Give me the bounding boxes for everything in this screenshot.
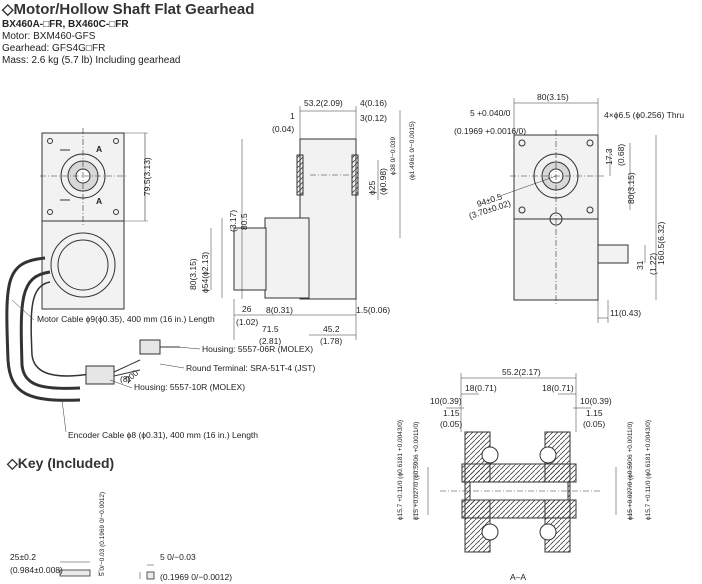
label-encoder-cable: Encoder Cable ϕ8 (ϕ0.31), 400 mm (16 in.… [68,430,258,440]
gearhead-spec: Gearhead: GFS4G□FR [2,43,106,54]
dim-5-tol: 5 +0.040/0 [470,108,511,118]
motor-body [41,220,125,310]
key-views [59,561,155,580]
label-motor-cable: Motor Cable ϕ9(ϕ0.35), 400 mm (16 in.) L… [37,314,215,324]
label-section-aa: A–A [510,572,526,582]
dim-80-top: 80(3.15) [537,92,569,102]
front-view [499,98,657,323]
dim-phi15-left: ϕ15 +0.027/0 (ϕ0.5906 +0.0011/0) [413,422,420,520]
dim-160-5: 160.5(6.32) [656,221,666,265]
key-length: 25±0.2 [10,552,36,562]
label-section-a-top: A [96,144,102,154]
dim-phi15-7-right: ϕ15.7 +0.11/0 (ϕ0.6181 +0.0043/0) [645,420,652,520]
dim-phi15-right: ϕ15 +0.027/0 (ϕ0.5906 +0.0011/0) [627,422,634,520]
motor-spec: Motor: BXM460-GFS [2,31,96,42]
dim-31: 31 [635,260,645,270]
profile-view [210,106,401,340]
len-8: (8) [120,374,131,384]
dim-1: 1 [290,111,295,121]
dim-45-2: 45.2 [323,324,340,334]
dim-80-front: 80(3.15) [626,172,636,204]
dim-45-2-in: (1.78) [320,336,342,346]
dim-phi38-in: (ϕ1.4961 0/−0.0015) [409,121,416,180]
mass-spec: Mass: 2.6 kg (5.7 lb) Including gearhead [2,55,181,66]
model-numbers: BX460A-□FR, BX460C-□FR [2,19,129,30]
label-housing-10r: Housing: 5557-10R (MOLEX) [134,382,245,392]
dim-phi25: ϕ25 [367,181,377,195]
dim-79-5: 79.5(3.13) [142,157,152,196]
dim-80-5: 80.5 [239,213,249,230]
dim-1-5: 1.5(0.06) [356,305,390,315]
dim-1-15-right-in: (0.05) [583,419,605,429]
dim-55-2: 55.2(2.17) [502,367,541,377]
dim-18-right: 18(0.71) [542,383,574,393]
dim-phi54: ϕ54(ϕ2.13) [200,252,210,293]
page-title: ◇Motor/Hollow Shaft Flat Gearhead [2,1,255,18]
key-section-title: ◇Key (Included) [7,455,115,471]
dim-4xphi-thru: 4×ϕ6.5 (ϕ0.256) Thru [604,110,684,120]
dim-17-3: 17.3 [604,148,614,165]
dim-5-in: (0.1969 +0.0016/0) [454,126,526,136]
dim-11: 11(0.43) [610,308,641,318]
dim-31-in: (1.22) [648,253,658,275]
key-length-in: (0.984±0.008) [10,565,63,575]
dim-4: 4(0.16) [360,98,387,108]
dim-17-3-in: (0.68) [616,144,626,166]
dim-10-right: 10(0.39) [580,396,612,406]
dim-80-side: 80(3.15) [188,258,198,290]
label-round-terminal: Round Terminal: SRA-51T-4 (JST) [186,363,315,373]
side-view [5,128,180,402]
dim-71-5: 71.5 [262,324,279,334]
dim-3: 3(0.12) [360,113,387,123]
dim-10-left: 10(0.39) [430,396,462,406]
section-aa-view [413,373,631,553]
dim-phi38: ϕ38 0/−0.039 [390,136,397,175]
dim-phi25-in: (ϕ0.98) [378,168,388,195]
dim-18-left: 18(0.71) [465,383,497,393]
dim-80-5-in: (3.17) [228,210,238,232]
dim-26: 26 [242,304,252,314]
dim-phi15-7-left: ϕ15.7 +0.11/0 (ϕ0.6181 +0.0043/0) [397,420,404,520]
dim-1-15-left-in: (0.05) [440,419,462,429]
label-housing-6r: Housing: 5557-06R (MOLEX) [202,344,313,354]
key-width: 5 0/−0.03 [160,552,196,562]
dim-1-15-right: 1.15 [586,408,603,418]
dim-71-5-in: (2.81) [259,336,281,346]
dim-53-2: 53.2(2.09) [304,98,343,108]
dim-1-15-left: 1.15 [443,408,460,418]
dim-1-in: (0.04) [272,124,294,134]
key-width-in: (0.1969 0/−0.0012) [160,572,232,582]
dim-8: 8(0.31) [266,305,293,315]
key-height: 5 0/−0.03 (0.1969 0/−0.0012) [99,492,106,576]
label-section-a-bottom: A [96,196,102,206]
dim-26-in: (1.02) [236,317,258,327]
